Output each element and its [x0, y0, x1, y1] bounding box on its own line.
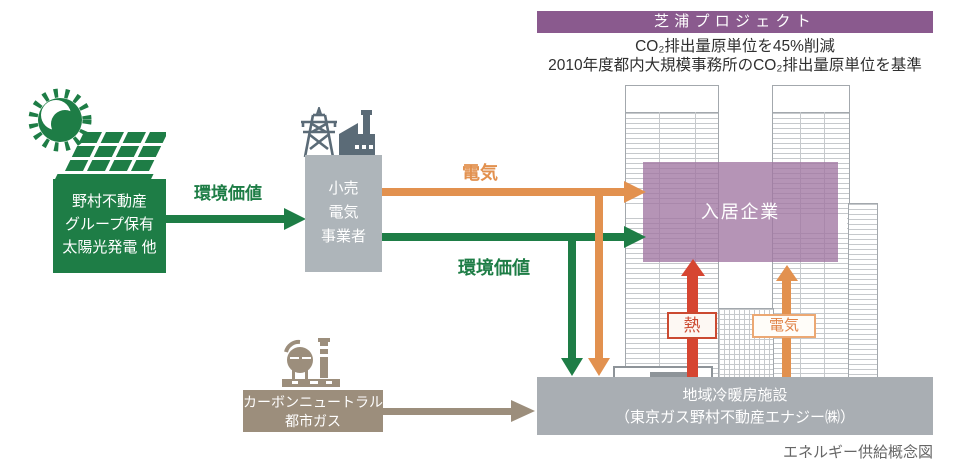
- heat-arrowhead-up: [681, 259, 705, 276]
- env-value-label-left: 環境価値: [194, 184, 262, 203]
- electricity-tag: 電気: [752, 314, 816, 338]
- sun-solar-panel-icon: [26, 84, 168, 184]
- gas-supply-arrow: [383, 408, 513, 415]
- gas-source-line1: カーボンニュートラル: [243, 394, 383, 410]
- solar-source-line1: 野村不動産: [71, 193, 147, 210]
- solar-source-line2: グループ保有: [64, 216, 155, 233]
- env-value-arrowhead-left: [284, 208, 306, 230]
- gas-source-box: カーボンニュートラル 都市ガス: [243, 390, 383, 432]
- electricity-branch-arrowhead: [588, 358, 610, 376]
- env-value-label-mid: 環境価値: [458, 258, 530, 278]
- district-facility-line2: （東京ガス野村不動産エナジー㈱）: [614, 409, 855, 426]
- tenant-overlay: 入居企業: [643, 162, 838, 262]
- electricity-arrowhead-top: [624, 181, 646, 203]
- solar-source-box: 野村不動産 グループ保有 太陽光発電 他: [53, 179, 166, 273]
- left-tower-penthouse: [625, 85, 719, 114]
- env-value-branch-down: [568, 237, 576, 358]
- env-value-arrow-left: [166, 215, 286, 223]
- power-plant-pylon-icon: [297, 104, 389, 162]
- electricity-label-top: 電気: [462, 163, 498, 183]
- electricity-arrowhead-up: [776, 265, 798, 281]
- gas-plant-icon: [280, 336, 344, 397]
- retailer-line2: 電気: [328, 204, 359, 221]
- env-value-branch-arrowhead: [561, 358, 583, 376]
- retailer-line1: 小売: [328, 180, 359, 197]
- right-tower-penthouse: [772, 85, 850, 114]
- env-value-arrowhead-mid: [624, 226, 646, 248]
- diagram-caption: エネルギー供給概念図: [782, 444, 933, 461]
- baseline-subtitle: 2010年度都内大規模事務所のCO₂排出量原単位を基準: [548, 57, 922, 74]
- right-annex: [848, 203, 878, 379]
- solar-source-line3: 太陽光発電 他: [62, 239, 157, 256]
- gas-supply-arrowhead: [511, 400, 535, 422]
- tenant-label: 入居企業: [700, 202, 781, 222]
- heat-tag: 熱: [667, 312, 717, 339]
- retailer-box: 小売 電気 事業者: [305, 155, 382, 272]
- podium-low-bar: [650, 372, 694, 377]
- env-value-arrow-mid: [382, 233, 626, 241]
- district-facility-box: 地域冷暖房施設 （東京ガス野村不動産エナジー㈱）: [537, 377, 933, 435]
- retailer-line3: 事業者: [320, 228, 366, 245]
- co2-reduction-subtitle: CO₂排出量原単位を45%削減: [635, 38, 835, 55]
- electricity-arrow-top: [382, 188, 626, 196]
- electricity-branch-down: [595, 188, 603, 358]
- district-facility-line1: 地域冷暖房施設: [682, 387, 788, 404]
- gas-source-line2: 都市ガス: [285, 413, 341, 429]
- project-title-banner: 芝浦プロジェクト: [537, 11, 933, 33]
